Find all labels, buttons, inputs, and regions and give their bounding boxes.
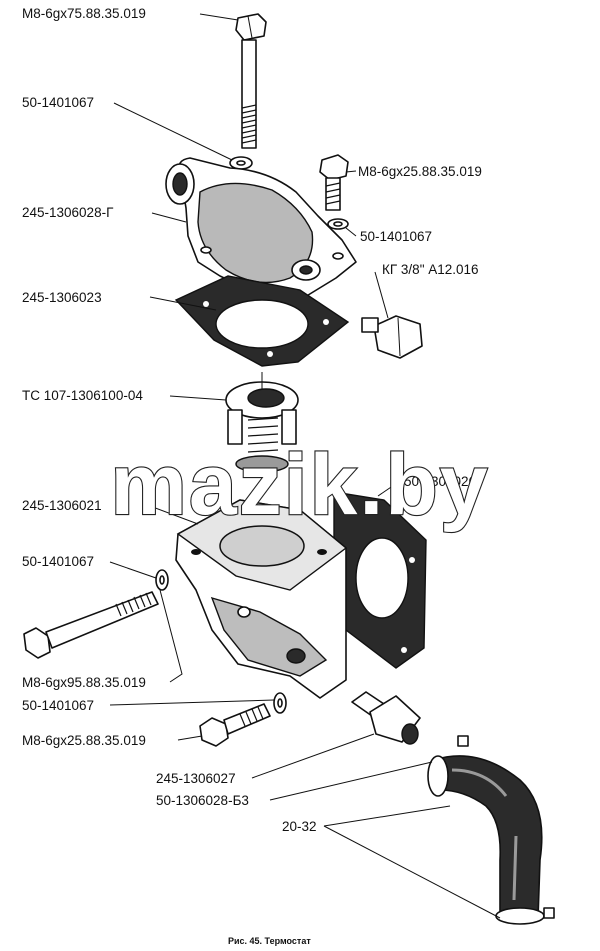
label-clamp: 50-1306028-Б3 [156,793,249,808]
label-washer-left-mid: 50-1401067 [22,554,94,569]
leader-lines [109,13,501,919]
washer-left-low-drawing [273,692,287,714]
plug-drawing [361,315,423,359]
label-thermostat: ТС 107-1306100-04 [22,388,143,403]
label-fitting: 245-1306027 [156,771,236,786]
bolt-short-low-drawing [199,703,271,747]
label-hose: 20-32 [282,819,317,834]
hose-drawing [427,735,555,925]
label-gasket-top: 245-1306023 [22,290,102,305]
label-housing-base: 245-1306021 [22,498,102,513]
washer-right-top-drawing [327,218,349,230]
label-washer-left-low: 50-1401067 [22,698,94,713]
label-bolt-top: M8-6gx75.88.35.019 [22,6,146,21]
thermostat-drawing [225,372,299,473]
watermark: mazik.by [110,437,489,533]
gasket-top-drawing [174,275,350,367]
label-plug: КГ 3/8" А12.016 [382,262,479,277]
label-bolt-short-low: M8-6gx25.88.35.019 [22,733,146,748]
gasket-side-drawing [333,491,427,669]
bolt-top-drawing [235,13,267,149]
fitting-drawing [351,691,421,745]
housing-cover-drawing [165,157,357,301]
label-gasket-side: 50-1306026 [404,474,476,489]
figure-caption: Рис. 45. Термостат [228,936,311,946]
housing-base-drawing [175,499,348,699]
label-bolt-long: M8-6gx95.88.35.019 [22,675,146,690]
washer-left-mid-drawing [155,569,169,591]
label-washer-top-left: 50-1401067 [22,95,94,110]
bolt-long-drawing [23,591,159,659]
washer-top-drawing [229,156,253,170]
bolt-right-top-drawing [319,154,349,211]
label-bolt-right-top: M8-6gx25.88.35.019 [358,164,482,179]
label-housing-cover: 245-1306028-Г [22,205,114,220]
label-washer-right-top: 50-1401067 [360,229,432,244]
